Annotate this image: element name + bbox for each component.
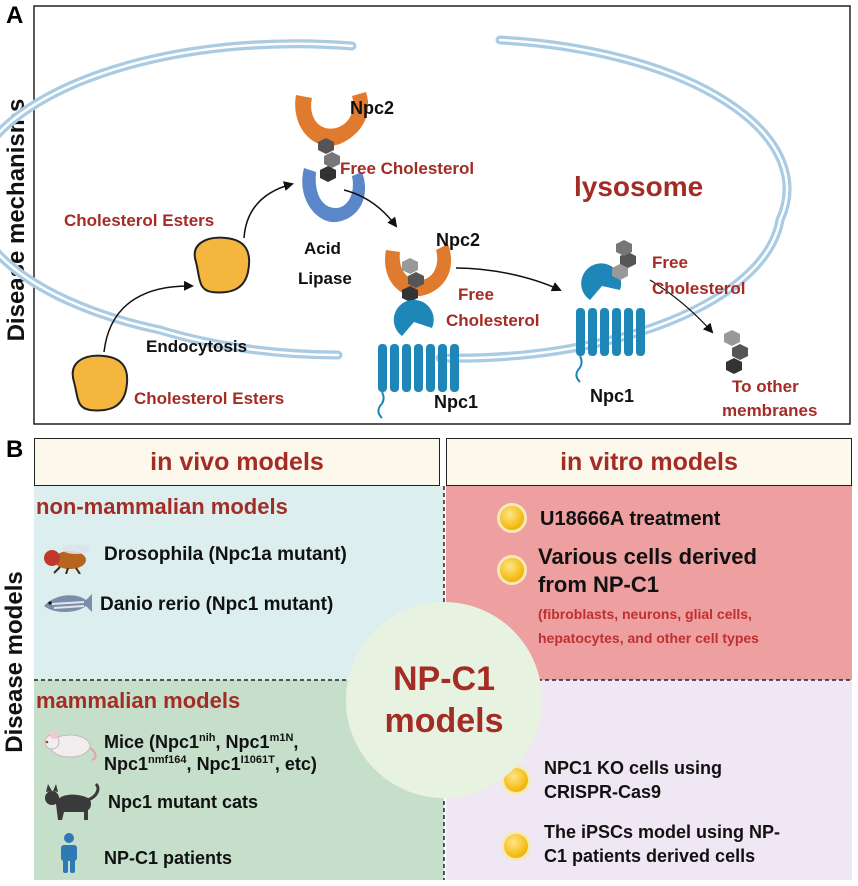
bullet-ipsc (504, 834, 528, 858)
cholesterol-ester-inside (193, 236, 251, 294)
crispr-line2: CRISPR-Cas9 (544, 782, 662, 802)
zebrafish-item: Danio rerio (Npc1 mutant) (100, 594, 334, 615)
label-lipase: Lipase (298, 269, 352, 288)
center-line2: models (384, 702, 504, 740)
label-free-3b: Cholesterol (652, 279, 746, 298)
label-free-3a: Free (652, 253, 688, 272)
label-npc1-right: Npc1 (590, 386, 634, 406)
bullet-various-cells (500, 558, 524, 582)
npc1-protein-right (575, 263, 645, 383)
various-cells-line2: from NP-C1 (538, 572, 660, 597)
arrow-to-npc2 (343, 189, 398, 228)
panel-b-letter: B (6, 436, 24, 463)
non-mammalian-title: non-mammalian models (36, 494, 288, 519)
label-free-cholesterol-1: Free Cholesterol (340, 159, 474, 178)
patients-item: NP-C1 patients (104, 848, 233, 868)
bullet-u18666a (500, 506, 524, 530)
label-other-membranes-b: membranes (722, 401, 817, 420)
label-free-2b: Cholesterol (446, 311, 540, 330)
cat-icon (45, 782, 100, 820)
u18666a-item: U18666A treatment (540, 508, 721, 530)
label-npc1-left: Npc1 (434, 392, 478, 412)
in-vitro-header: in vitro models (446, 438, 852, 486)
in-vivo-header: in vivo models (34, 438, 440, 486)
npc2-protein-top (295, 92, 369, 146)
cell-types-line1: (fibroblasts, neurons, glial cells, (538, 606, 752, 622)
label-lysosome: lysosome (574, 171, 703, 202)
npc1-protein-left (377, 299, 459, 419)
np-c1-models-circle: NP-C1 models (346, 602, 542, 798)
ipsc-line2: C1 patients derived cells (544, 846, 756, 866)
arrow-out (649, 279, 714, 334)
mice-item: Mice (Npc1nih, Npc1m1N, Npc1nmf164, Npc1… (104, 732, 317, 774)
label-cholesterol-esters-top: Cholesterol Esters (64, 211, 214, 230)
label-npc2-mid: Npc2 (436, 230, 480, 250)
cell-types-line2: hepatocytes, and other cell types (538, 630, 759, 646)
npc2-protein-mid (385, 244, 452, 297)
center-line1: NP-C1 (392, 659, 496, 698)
cholesterol-ester-outside (71, 354, 129, 412)
label-other-membranes-a: To other (732, 377, 799, 396)
arrow-endocytosis (103, 280, 194, 353)
cholesterol-icon-mid (402, 258, 424, 302)
patient-icon (61, 833, 77, 873)
mouse-icon (44, 731, 97, 761)
mammalian-title: mammalian models (36, 688, 241, 713)
zebrafish-icon (44, 594, 92, 612)
cholesterol-icon-right (612, 240, 636, 280)
label-free-2a: Free (458, 285, 494, 304)
cholesterol-icon-top (318, 138, 340, 182)
arrow-to-npc1 (455, 267, 562, 292)
cats-item: Npc1 mutant cats (108, 792, 259, 812)
drosophila-item: Drosophila (Npc1a mutant) (104, 544, 347, 565)
crispr-line1: NPC1 KO cells using (544, 758, 723, 778)
various-cells-line1: Various cells derived (538, 544, 757, 569)
drosophila-icon (44, 544, 90, 574)
label-endocytosis: Endocytosis (146, 337, 247, 356)
cholesterol-icon-free (724, 330, 748, 374)
mechanism-diagram: Npc2 Free Cholesterol lysosome Cholester… (0, 5, 851, 425)
label-acid: Acid (304, 239, 341, 258)
acid-lipase-protein (302, 168, 366, 223)
arrow-to-lipase (243, 181, 294, 239)
ipsc-line1: The iPSCs model using NP- (544, 822, 781, 842)
label-npc2-top: Npc2 (350, 98, 394, 118)
label-cholesterol-esters-bottom: Cholesterol Esters (134, 389, 284, 408)
panel-a-letter: A (6, 2, 24, 29)
